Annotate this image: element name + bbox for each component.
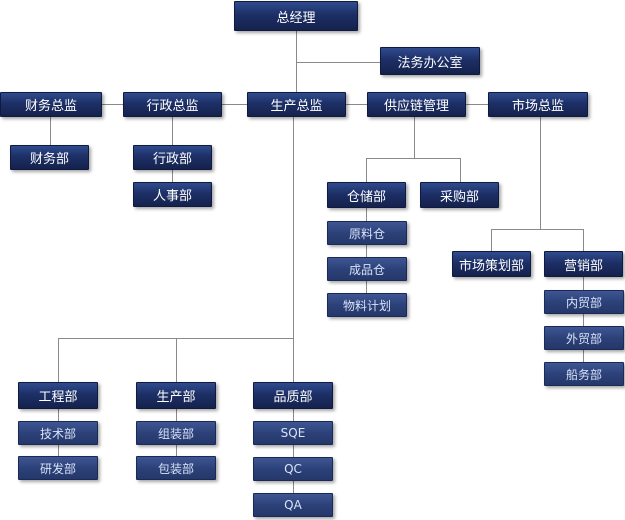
material-planning-box: 物料计划 xyxy=(327,293,407,317)
warehouse-dept-box: 仓储部 xyxy=(327,182,406,208)
quality-dept-box: 品质部 xyxy=(253,382,333,409)
rnd-dept-box: 研发部 xyxy=(18,456,98,480)
production-dept-box: 生产部 xyxy=(136,382,216,409)
raw-material-warehouse-box: 原料仓 xyxy=(327,221,407,245)
marketing-director-box: 市场总监 xyxy=(488,92,588,117)
purchasing-dept-box: 采购部 xyxy=(420,182,499,208)
foreign-trade-box: 外贸部 xyxy=(544,326,624,350)
sales-dept-box: 营销部 xyxy=(544,251,623,277)
finance-dept-box: 财务部 xyxy=(10,145,89,170)
qa-box: QA xyxy=(253,493,333,517)
admin-dept-box: 行政部 xyxy=(133,145,212,170)
production-director-box: 生产总监 xyxy=(247,92,346,117)
sqe-box: SQE xyxy=(253,421,333,445)
technical-dept-box: 技术部 xyxy=(18,421,98,445)
ceo-box: 总经理 xyxy=(234,1,358,31)
packaging-dept-box: 包装部 xyxy=(136,456,216,480)
market-planning-dept-box: 市场策划部 xyxy=(452,251,531,277)
qc-box: QC xyxy=(253,457,333,481)
finished-goods-warehouse-box: 成品仓 xyxy=(327,257,407,281)
hr-dept-box: 人事部 xyxy=(133,182,212,207)
finance-director-box: 财务总监 xyxy=(0,92,102,117)
shipping-dept-box: 船务部 xyxy=(544,362,624,386)
admin-director-box: 行政总监 xyxy=(123,92,222,117)
assembly-dept-box: 组装部 xyxy=(136,421,216,445)
legal-office-box: 法务办公室 xyxy=(380,47,480,75)
domestic-trade-box: 内贸部 xyxy=(544,290,624,314)
supply-chain-box: 供应链管理 xyxy=(367,92,466,117)
engineering-dept-box: 工程部 xyxy=(18,382,98,409)
